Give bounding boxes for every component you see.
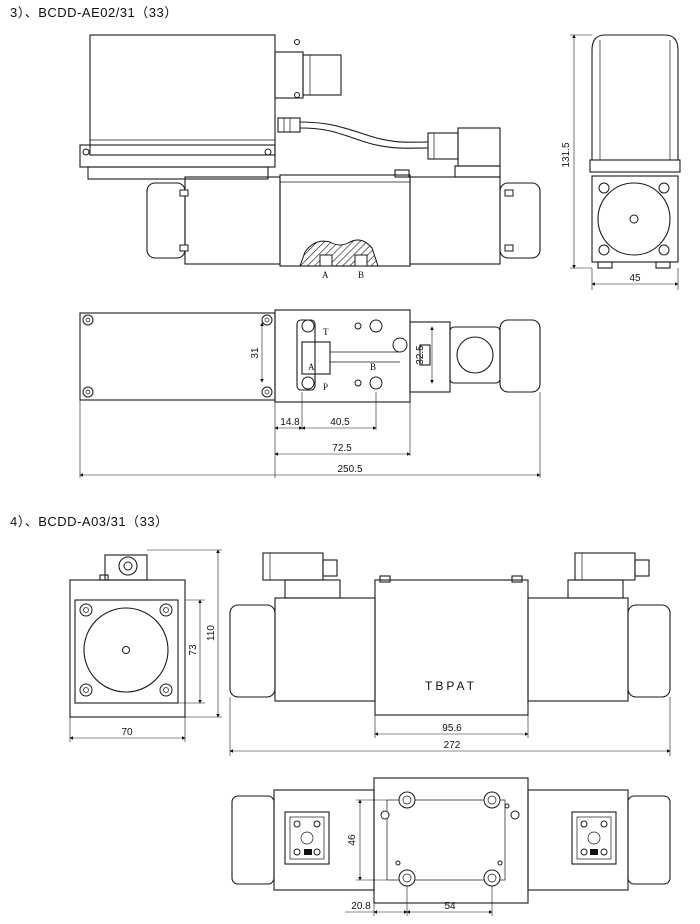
s3-amplifier-housing <box>89 34 276 156</box>
s3-connector <box>274 51 304 99</box>
s3-top-port-p: P <box>323 382 328 392</box>
s3-dim-side-width: 45 <box>629 273 641 284</box>
s3-valve-body <box>184 176 281 265</box>
s3-dim-height: 131.5 <box>561 142 572 167</box>
s4-top-view: 46 20.8 54 <box>231 777 671 916</box>
s3-top-port-t: T <box>323 327 329 337</box>
s3-top-port-b: B <box>370 362 376 372</box>
s4-dim-54: 54 <box>444 901 456 912</box>
s4-side-view: 110 73 70 <box>69 549 222 742</box>
s4-dim-20-8: 20.8 <box>351 901 371 912</box>
section3-heading: 3）、BCDD-AE02/31（33） <box>10 5 178 20</box>
s3-dim-31: 31 <box>250 347 261 359</box>
s4-dim-70: 70 <box>121 727 133 738</box>
s3-dim-250-5: 250.5 <box>337 464 362 475</box>
s4-dim-272: 272 <box>444 740 461 751</box>
s4-dim-110: 110 <box>206 625 217 641</box>
s3-dim-72-5: 72.5 <box>332 443 352 454</box>
s3-dim-40-5: 40.5 <box>330 417 350 428</box>
s3-front-port-a: A <box>322 270 329 280</box>
s3-dim-14-8: 14.8 <box>280 417 300 428</box>
s4-front-view: TBPAT 95.6 272 <box>229 552 671 756</box>
s4-dim-46: 46 <box>347 834 358 846</box>
s3-front-view: A B <box>79 34 541 280</box>
s3-front-port-b: B <box>358 270 364 280</box>
section4-heading: 4）、BCDD-A03/31（33） <box>10 514 169 529</box>
s3-dim-32-5: 32.5 <box>415 345 426 365</box>
s4-valve-body <box>374 579 529 716</box>
s3-side-view: 131.5 45 <box>561 34 681 290</box>
s3-top-view: T A B P 31 32.5 14.8 40.5 72.5 250.5 <box>79 309 541 478</box>
s4-dim-95-6: 95.6 <box>442 723 462 734</box>
s4-dim-73: 73 <box>188 644 199 656</box>
s4-brand-label: TBPAT <box>425 679 477 693</box>
s3-top-port-a: A <box>308 362 315 372</box>
